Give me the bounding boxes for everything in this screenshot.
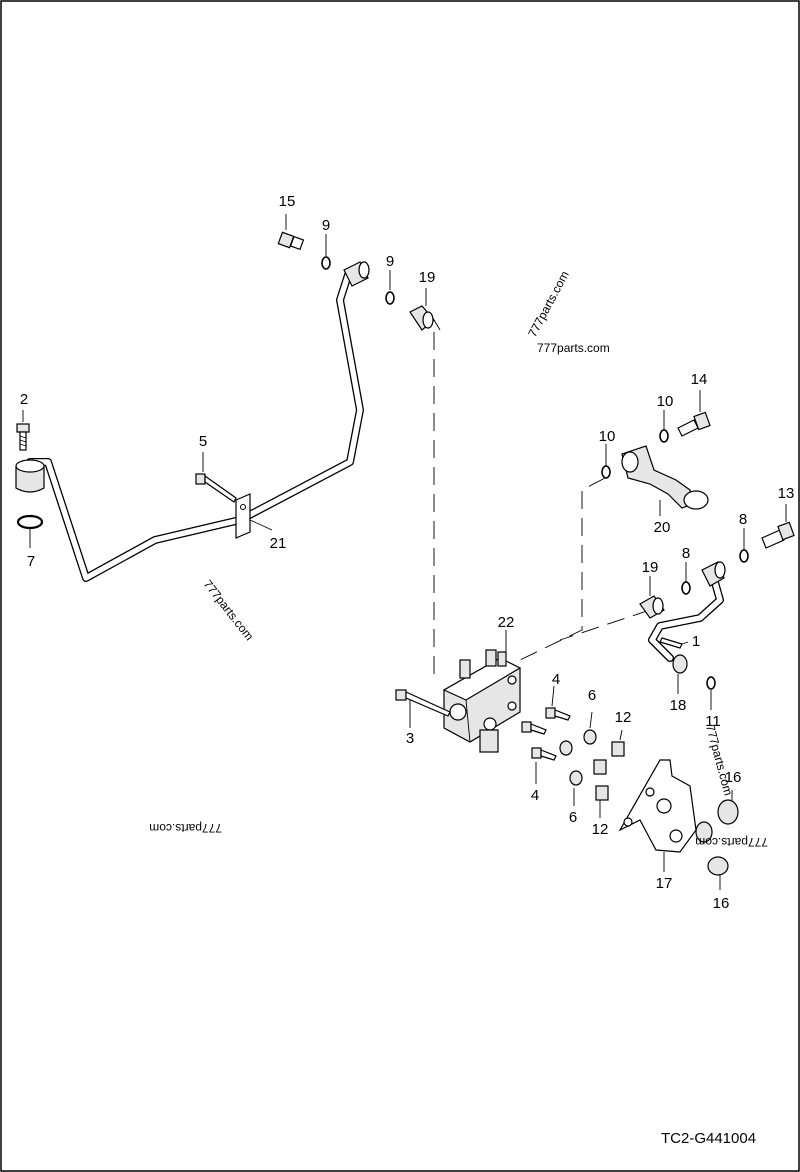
part-16-mount-c: [707, 856, 729, 890]
part-19-connector-top: [409, 288, 441, 331]
callout-22: 22: [498, 614, 515, 631]
callout-13: 13: [778, 485, 795, 502]
callout-7: 7: [27, 553, 35, 570]
callout-15: 15: [279, 193, 296, 210]
part-14-fitting: [677, 390, 711, 437]
assembly-lines: [433, 332, 651, 680]
part-3-bolt: [395, 689, 451, 728]
callout-16b: 16: [713, 895, 730, 912]
part-21-clamp: [235, 493, 251, 539]
part-9-o-ring-b: [385, 291, 395, 305]
part-5-bolt: [195, 452, 237, 503]
part-9-o-ring-a: [321, 256, 331, 270]
part-19-connector-right: [639, 576, 665, 619]
callout-12b: 12: [592, 821, 609, 838]
part-20-tube: [621, 445, 709, 516]
callout-19b: 19: [642, 559, 659, 576]
callout-19a: 19: [419, 269, 436, 286]
callout-4b: 4: [531, 787, 539, 804]
part-6-washer-a: [583, 729, 597, 745]
callout-10a: 10: [657, 393, 674, 410]
part-22-valve: [442, 630, 522, 753]
part-4-bolt-b: [531, 747, 557, 784]
part-6-washer-c: [559, 740, 573, 756]
callout-labels: 1 2 3 4 4 5 6 6 7 8 8 9 9 10 10 11 12 12…: [20, 193, 795, 912]
part-21-elbow: [343, 261, 370, 287]
part-16-mount-a: [717, 790, 739, 825]
part-4-bolt-a: [545, 685, 571, 721]
callout-5: 5: [199, 433, 207, 450]
part-1-bolt: [659, 637, 689, 649]
callout-6b: 6: [569, 809, 577, 826]
drawing-code: TC2-G441004: [661, 1130, 756, 1147]
part-12-spacer-a: [611, 741, 625, 757]
callout-12a: 12: [615, 709, 632, 726]
part-11-o-ring: [706, 676, 716, 690]
callout-17: 17: [656, 875, 673, 892]
callout-11: 11: [705, 713, 721, 730]
callout-16a: 16: [725, 769, 742, 786]
watermark-4: 777parts.com: [149, 821, 222, 835]
callout-8a: 8: [739, 511, 747, 528]
callout-8b: 8: [682, 545, 690, 562]
part-16-mount-b: [695, 821, 713, 843]
part-21-tube: [26, 268, 364, 582]
callout-6a: 6: [588, 687, 596, 704]
callout-4a: 4: [552, 671, 560, 688]
callout-14: 14: [691, 371, 708, 388]
part-6-washer-b: [569, 770, 583, 786]
part-13-fitting: [761, 504, 795, 549]
part-2-bolt: [16, 410, 30, 451]
callout-18: 18: [670, 697, 687, 714]
part-15-plug: [277, 214, 305, 251]
callout-1: 1: [692, 633, 700, 650]
part-12-spacer-c: [595, 785, 609, 801]
part-17-bracket: [618, 759, 697, 872]
watermark-2: 777parts.com: [537, 341, 610, 355]
callout-20: 20: [654, 519, 671, 536]
part-21-flange: [15, 459, 45, 493]
part-4-bolt-c: [521, 721, 547, 735]
part-18-tube: [648, 561, 726, 694]
part-12-spacer-b: [593, 759, 607, 775]
callout-9a: 9: [322, 217, 330, 234]
watermark-6: 777parts.com: [695, 835, 768, 849]
callout-9b: 9: [386, 253, 394, 270]
callout-3: 3: [406, 730, 414, 747]
callout-21: 21: [270, 535, 287, 552]
callout-10b: 10: [599, 428, 616, 445]
callout-2: 2: [20, 391, 28, 408]
